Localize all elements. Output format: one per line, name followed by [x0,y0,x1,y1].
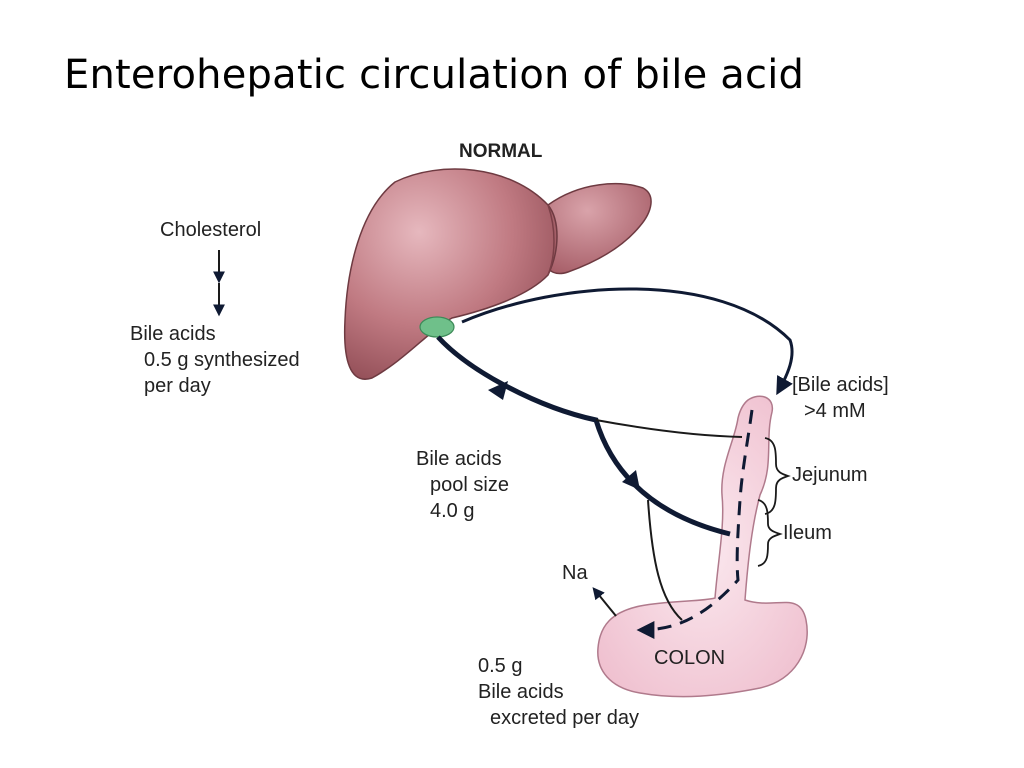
slide-title: Enterohepatic circulation of bile acid [64,52,805,98]
excretion-line-3: excreted per day [490,707,639,729]
cholesterol-label: Cholesterol [160,219,262,241]
pool-line-1: Bile acids [416,448,502,470]
portal-arrowhead-lower [622,470,640,490]
synthesis-label: Bile acids 0.5 g synthesized per day [130,321,300,399]
normal-heading: NORMAL [459,141,543,162]
ileum-brace [757,499,783,567]
synthesis-line-1: Bile acids [130,323,216,345]
intestinal-flow-arrow [636,409,754,639]
pool-line-2: pool size [430,474,509,496]
pool-line-3: 4.0 g [430,500,475,522]
colon-label: COLON [654,647,726,669]
ileum-label: Ileum [783,522,832,544]
liver [343,168,652,380]
excretion-line-2: Bile acids [478,681,564,703]
excretion-label: 0.5 g Bile acids excreted per day [478,653,639,731]
colon-return-line [647,499,683,621]
gallbladder [419,316,455,338]
jejunum-label: Jejunum [792,464,868,486]
portal-arrowhead-upper [488,381,508,400]
concentration-label: [Bile acids] >4 mM [792,372,889,424]
bile-secretion-arrow [461,287,794,396]
jejunum-return-line [595,419,743,438]
synthesis-line-2: 0.5 g synthesized [144,349,300,371]
excretion-line-1: 0.5 g [478,655,523,677]
sodium-label: Na [562,562,588,584]
pool-size-label: Bile acids pool size 4.0 g [416,446,509,524]
sodium-arrow [592,587,617,617]
jejunum-brace [764,437,791,515]
concentration-line-1: [Bile acids] [792,374,889,396]
concentration-line-2: >4 mM [804,400,866,422]
synthesis-line-3: per day [144,375,211,397]
